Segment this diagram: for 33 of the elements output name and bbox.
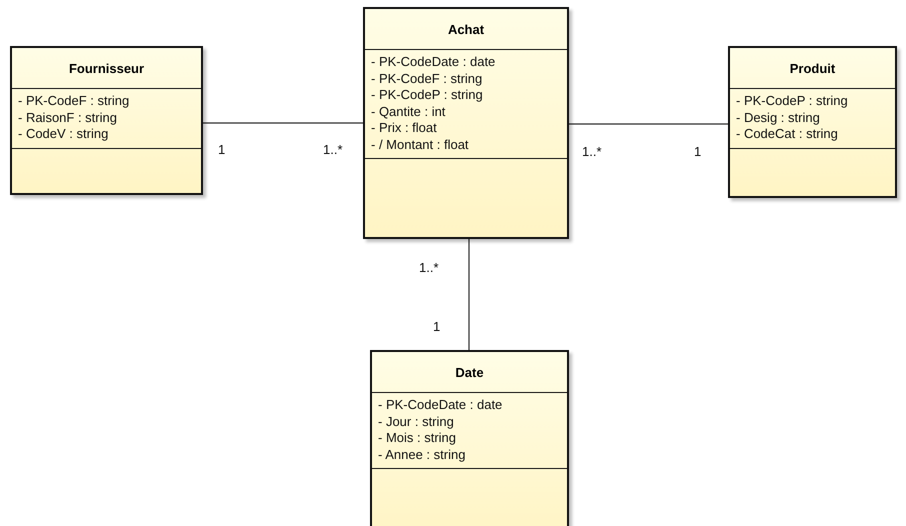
class-box: [10, 46, 203, 195]
class-name: Achat: [448, 22, 484, 36]
attribute-text: - / Montant : float: [371, 136, 470, 153]
attribute-text: - Mois : string: [378, 430, 458, 446]
attribute-text: - RaisonF : string: [18, 110, 118, 126]
class-name: Produit: [790, 60, 836, 76]
class-box: [728, 46, 897, 198]
attribute-text: - CodeV : string: [18, 126, 110, 142]
multiplicity-label: 1: [433, 319, 440, 334]
multiplicity-label: 1..*: [582, 144, 602, 159]
multiplicity-label: 1: [694, 144, 702, 159]
attribute-text: - Desig : string: [736, 110, 821, 126]
class-name: Date: [455, 364, 484, 380]
attribute-text: - Annee : string: [378, 446, 466, 463]
attribute-text: - Qantite : int: [371, 104, 446, 120]
attribute-text: - PK-CodeP : string: [736, 93, 849, 110]
attribute-text: - PK-CodeDate : date: [371, 54, 496, 70]
attribute-text: - PK-CodeDate : date: [378, 397, 504, 414]
attribute-text: - Jour : string: [378, 414, 455, 430]
attribute-text: - PK-CodeF : string: [18, 93, 130, 110]
association-line: [468, 239, 470, 350]
multiplicity-label: 1: [218, 142, 226, 157]
attribute-text: - PK-CodeP : string: [371, 87, 484, 104]
class-box: [363, 7, 569, 239]
multiplicity-label: 1..*: [419, 260, 439, 275]
association-line: [203, 122, 363, 124]
attribute-text: - PK-CodeF : string: [371, 70, 484, 87]
attribute-text: - Prix : float: [371, 120, 438, 136]
class-name: Fournisseur: [68, 60, 144, 76]
attribute-text: - CodeCat : string: [736, 126, 839, 142]
association-line: [569, 123, 728, 125]
multiplicity-label: 1..*: [323, 142, 343, 157]
class-box: [370, 350, 569, 526]
